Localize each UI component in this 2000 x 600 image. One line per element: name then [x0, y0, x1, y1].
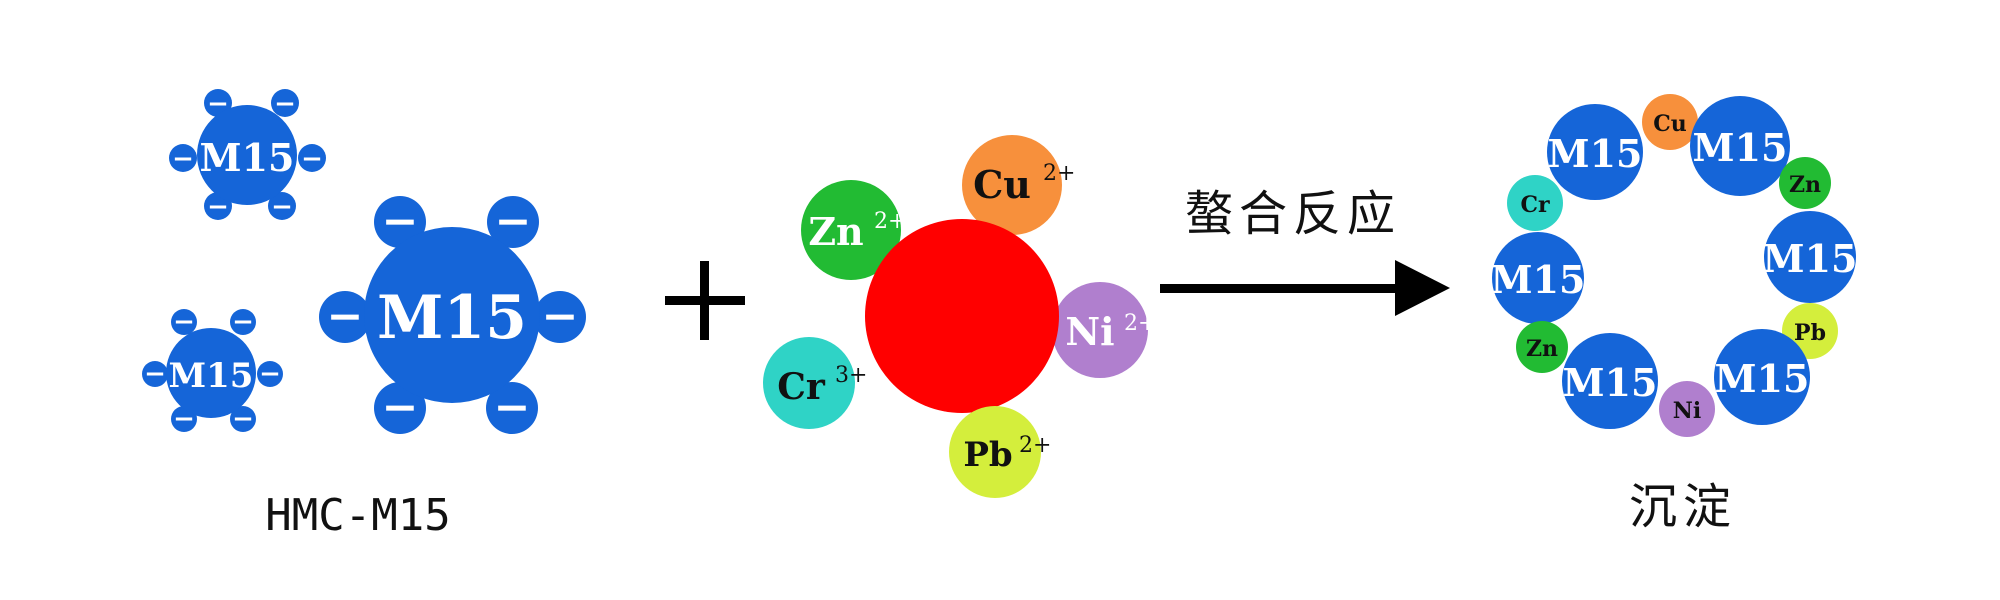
diagram-circle: [166, 328, 256, 418]
zn-ion-bubble: [801, 180, 901, 280]
diagram-label: Pb: [1794, 320, 1826, 346]
diagram-label: −: [259, 359, 281, 389]
diagram-circle: [1779, 157, 1831, 209]
diagram-label: −: [301, 144, 323, 174]
diagram-circle: [169, 144, 197, 172]
diagram-circle: [1562, 333, 1658, 429]
cu-ion-bubble: [962, 135, 1062, 235]
diagram-circle: [1659, 381, 1715, 437]
diagram-shape: [1160, 284, 1400, 293]
diagram-shape: [1395, 260, 1450, 316]
ni-ion-label: Ni: [1065, 309, 1114, 354]
diagram-circle: [230, 309, 256, 335]
diagram-circle: [197, 105, 297, 205]
diagram-label: −: [173, 307, 195, 337]
diagram-label: −: [172, 144, 194, 174]
reaction-label: 螯合反应: [1185, 186, 1401, 242]
diagram-circle: [1507, 175, 1563, 231]
ni-ion-bubble: [1052, 282, 1148, 378]
diagram-label: M15: [1563, 360, 1658, 405]
diagram-label: −: [327, 291, 364, 342]
diagram-label: M15: [1548, 131, 1643, 176]
precipitate-ring: Cu M15 M15 Zn Cr M15 M15 Pb Zn M15 M15 N…: [1491, 94, 1858, 437]
diagram-circle: [487, 196, 539, 248]
diagram-label: M15: [1763, 236, 1858, 281]
diagram-label: M15: [1693, 125, 1788, 170]
diagram-circle: [1690, 96, 1790, 196]
diagram-circle: [1764, 211, 1856, 303]
diagram-circle: [271, 89, 299, 117]
diagram-circle: [1547, 104, 1643, 200]
diagram-circle: [268, 192, 296, 220]
diagram-label: −: [495, 196, 532, 247]
m15-particle-small-top: − − − − − − M15: [169, 89, 326, 222]
diagram-circle: [374, 196, 426, 248]
diagram-circle: [171, 309, 197, 335]
diagram-label: 2+: [1043, 161, 1075, 186]
diagram-label: −: [232, 404, 254, 434]
diagram-label: −: [494, 382, 531, 433]
pb-ion-label: Pb: [963, 435, 1012, 475]
center-red-sphere: [865, 219, 1059, 413]
diagram-circle: [486, 382, 538, 434]
diagram-label: −: [271, 192, 293, 222]
diagram-label: 2+: [1019, 433, 1051, 458]
diagram-circle: [374, 382, 426, 434]
diagram-label: M15: [1715, 356, 1810, 401]
diagram-label: 2+: [1124, 311, 1156, 336]
diagram-label: M15: [200, 135, 295, 180]
diagram-circle: [1492, 232, 1584, 324]
diagram-label: Ni: [1673, 398, 1701, 424]
diagram-circle: [204, 89, 232, 117]
reaction-arrow: [1160, 260, 1450, 316]
diagram-label: −: [207, 192, 229, 222]
diagram-circle: [1714, 329, 1810, 425]
diagram-circle: [1642, 94, 1698, 150]
diagram-label: −: [274, 89, 296, 119]
diagram-shape: [700, 261, 709, 340]
diagram-label: M15: [1491, 257, 1586, 302]
diagram-label: Cr: [1520, 192, 1550, 218]
pb-ion-bubble: [949, 406, 1041, 498]
cu-ion-label: Cu: [973, 162, 1031, 207]
diagram-label: M15: [377, 283, 527, 353]
diagram-label: −: [144, 359, 166, 389]
zn-ion-label: Zn: [808, 209, 863, 254]
diagram-circle: [142, 361, 168, 387]
m15-particle-small-bottom: − − − − − − M15: [142, 307, 283, 434]
diagram-label: Cu: [1653, 111, 1687, 137]
diagram-label: −: [542, 291, 579, 342]
diagram-label: 3+: [835, 363, 867, 388]
m15-particle-large: − − − − − − M15: [319, 196, 586, 434]
diagram-circle: [298, 144, 326, 172]
hmc-caption: HMC-M15: [265, 490, 450, 541]
cr-ion-label: Cr: [777, 366, 826, 408]
diagram-label: M15: [169, 356, 254, 396]
diagram-label: 2+: [874, 209, 906, 234]
diagram-circle: [230, 406, 256, 432]
diagram-circle: [1516, 321, 1568, 373]
precipitate-caption: 沉淀: [1629, 479, 1737, 535]
diagram-circle: [257, 361, 283, 387]
plus-sign: [665, 261, 745, 340]
diagram-label: Zn: [1526, 336, 1558, 362]
metal-ion-cluster: Cu 2+ Zn 2+ Ni 2+ Cr 3+ Pb 2+: [763, 135, 1156, 498]
diagram-label: Zn: [1789, 172, 1821, 198]
diagram-circle: [364, 227, 540, 403]
cr-ion-bubble: [763, 337, 855, 429]
diagram-circle: [534, 291, 586, 343]
diagram-circle: [319, 291, 371, 343]
diagram-label: −: [232, 307, 254, 337]
